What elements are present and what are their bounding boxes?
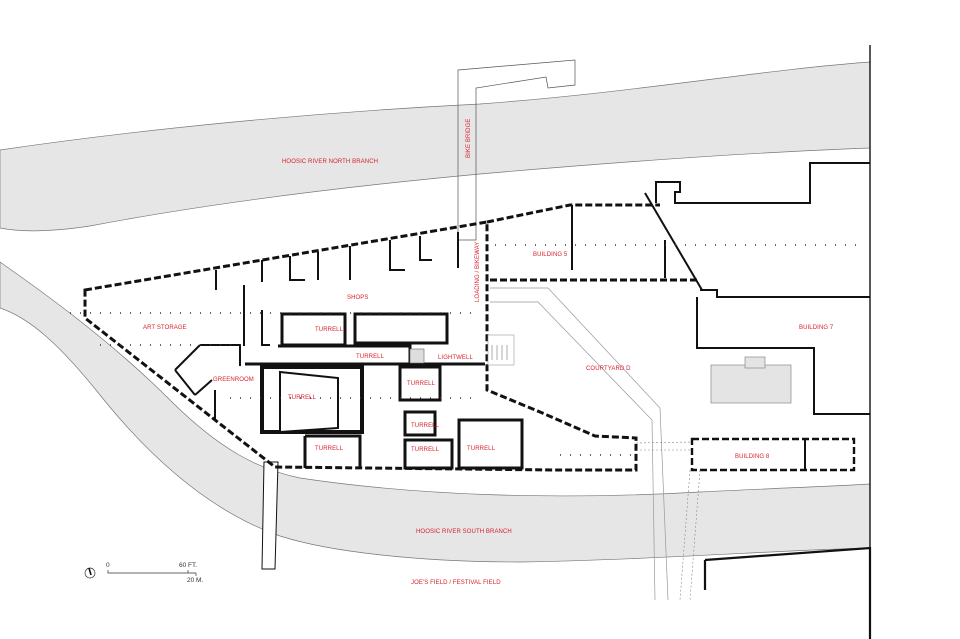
building-9-outline [703, 546, 872, 639]
turrell-main-hall-inner [279, 370, 339, 434]
building-5-walls [571, 192, 703, 291]
river-north-branch [0, 61, 871, 232]
building-8-connector [635, 441, 701, 601]
scale-bar: 0 60 FT. 20 M. [106, 562, 203, 584]
label-building-5: BUILDING 5 [533, 252, 568, 258]
lightwell-stair [409, 348, 425, 364]
label-shops: SHOPS [347, 295, 369, 301]
dock-bays [491, 345, 508, 360]
turrell-block-upper [245, 312, 485, 366]
shops-walls [215, 232, 459, 346]
bike-bridge [457, 59, 576, 241]
building-7-outline [696, 289, 870, 415]
loading-dock [487, 334, 515, 366]
label-turrell: TURRELL [315, 327, 344, 333]
north-arrow-icon [84, 567, 96, 579]
label-turrell: TURRELL [356, 354, 385, 360]
label-loading: LOADING / BIKEWAY [475, 242, 481, 302]
scale-feet: 60 FT. [179, 562, 197, 569]
label-building-8: BUILDING 8 [735, 454, 770, 460]
scale-zero: 0 [106, 562, 110, 569]
label-bike-bridge: BIKE BRIDGE [466, 119, 472, 158]
label-lightwell: LIGHTWELL [438, 355, 473, 361]
turrell-room-walls [303, 365, 524, 470]
label-turrell: TURRELL [411, 423, 440, 429]
label-art-storage: ART STORAGE [143, 325, 187, 331]
building-5-outline [486, 203, 700, 282]
label-turrell: TURRELL [411, 447, 440, 453]
label-turrell: TURRELL [315, 446, 344, 452]
label-river-north: HOOSIC RIVER NORTH BRANCH [282, 159, 378, 165]
label-turrell: TURRELL [467, 446, 496, 452]
label-field: JOE'S FIELD / FESTIVAL FIELD [411, 580, 501, 586]
label-river-south: HOOSIC RIVER SOUTH BRANCH [416, 529, 512, 535]
label-greenroom: GREENROOM [213, 377, 254, 383]
building-8-outline [690, 437, 856, 472]
label-courtyard: COURTYARD D [586, 366, 631, 372]
scale-meters: 20 M. [187, 577, 203, 584]
south-bridge [261, 461, 279, 570]
building-7-roof-unit-small [744, 356, 766, 369]
label-turrell: TURRELL [288, 395, 317, 401]
label-turrell: TURRELL [407, 381, 436, 387]
label-building-7: BUILDING 7 [799, 325, 834, 331]
building-6-outline [655, 162, 870, 204]
building-7-roof-unit [710, 364, 792, 404]
courtyard-path [490, 287, 669, 601]
main-building-outline [83, 220, 638, 472]
